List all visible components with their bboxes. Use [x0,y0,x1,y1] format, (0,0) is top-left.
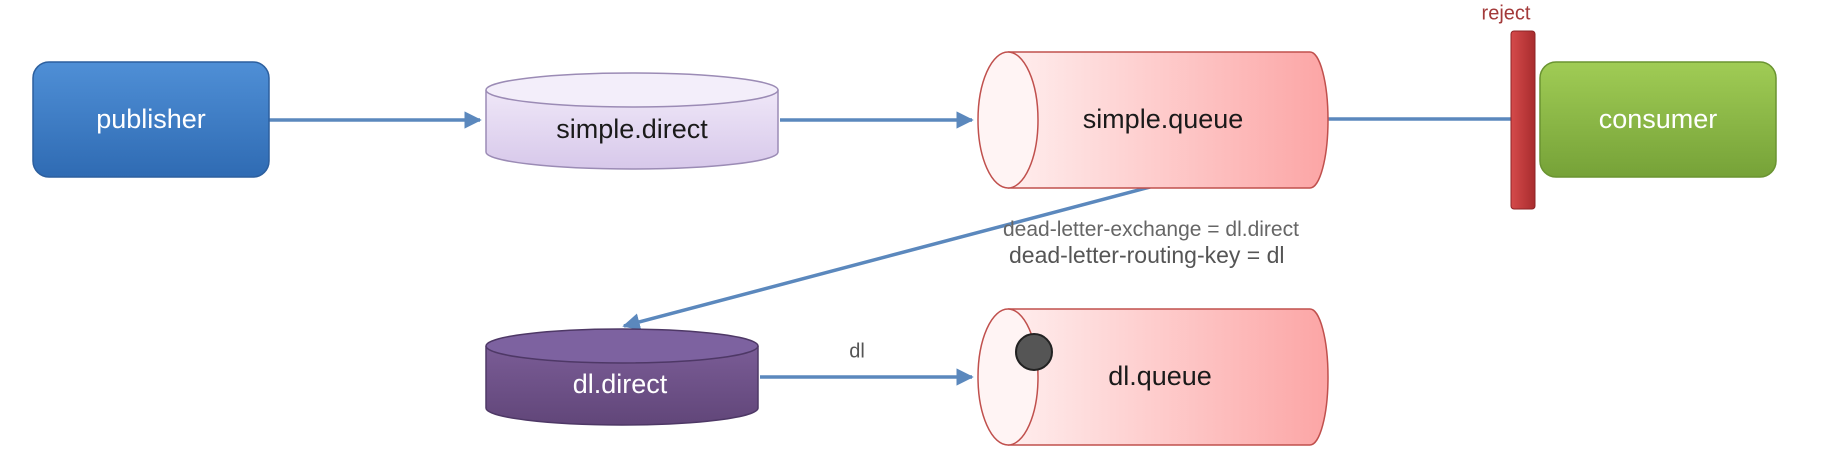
arrow-simple-queue-to-dl-direct [622,185,1151,331]
dl-direct-label: dl.direct [573,369,668,399]
simple-direct-exchange: simple.direct [485,72,779,170]
simple-queue: simple.queue [977,51,1329,189]
consumer-label: consumer [1599,104,1718,134]
reject-label: reject [1482,2,1531,24]
dead-letter-message-icon [1015,333,1053,371]
dl-queue-label: dl.queue [1108,361,1212,391]
simple-direct-label: simple.direct [556,114,708,144]
routing-key-label: dl [849,340,865,362]
dl-queue: dl.queue [977,308,1329,446]
dl-direct-exchange: dl.direct [485,328,759,426]
reject-barrier [1510,30,1536,210]
simple-queue-label: simple.queue [1083,104,1244,134]
publisher-label: publisher [96,104,206,134]
publisher-node: publisher [32,61,270,178]
consumer-node: consumer [1539,61,1777,178]
dead-letter-routing-key-label: dead-letter-routing-key = dl [1009,242,1285,268]
dead-letter-exchange-label: dead-letter-exchange = dl.direct [1003,218,1299,241]
